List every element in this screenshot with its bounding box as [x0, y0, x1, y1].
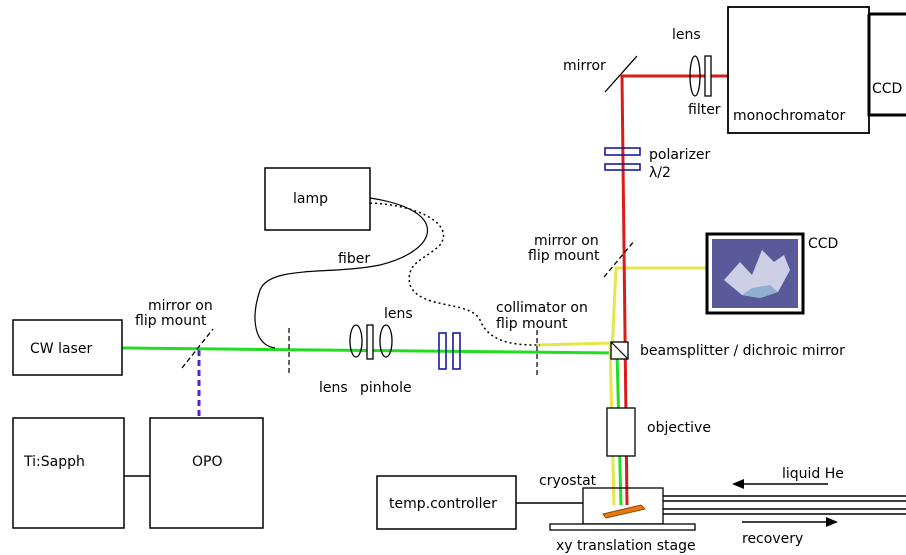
top-mirror-label: mirror: [563, 58, 606, 74]
opo-box: [149, 417, 264, 529]
xy-stage-icon: [549, 523, 696, 531]
temp-controller-label: temp.controller: [389, 496, 497, 512]
cw-laser-label: CW laser: [30, 341, 92, 357]
mono-lens-label: lens: [672, 27, 701, 43]
beamsplitter-label: beamsplitter / dichroic mirror: [640, 343, 845, 359]
spectrometer-ccd-label: CCD: [872, 81, 902, 97]
yellow-camera-beam: [610, 266, 707, 353]
lamp-label: lamp: [293, 191, 328, 207]
pinhole-label: pinhole: [360, 380, 412, 396]
lamp-box: [264, 167, 371, 231]
lens-2-icon: [379, 324, 393, 358]
recovery-label: recovery: [742, 531, 803, 547]
left-flip-mirror: [181, 328, 214, 369]
liquid-he-arrowhead: [732, 479, 744, 489]
polarizer-label: polarizer: [649, 147, 711, 163]
pinhole-icon: [366, 324, 374, 360]
monochromator-box: [727, 6, 870, 134]
liquid-he-label: liquid He: [782, 466, 844, 482]
monochromator-label: monochromator: [733, 108, 845, 124]
filter-icon: [704, 55, 712, 97]
objective-label: objective: [647, 420, 711, 436]
cw-laser-box: [12, 319, 123, 376]
waveplate-2-icon: [452, 332, 461, 370]
recovery-arrowhead: [826, 517, 838, 527]
temp-controller-box: [376, 475, 517, 530]
spectrometer-ccd-box: [867, 12, 906, 117]
xy-stage-label: xy translation stage: [556, 538, 696, 554]
lens-bottom-label: lens: [319, 380, 348, 396]
left-flip-mirror-label-1: mirror on: [148, 298, 213, 314]
right-flip-mirror-label-1: mirror on: [534, 233, 599, 249]
fiber-label: fiber: [338, 251, 370, 267]
polarizer-icon: [604, 147, 641, 156]
sample-icon: [602, 504, 646, 519]
fiber-cable: [254, 197, 429, 349]
right-flip-mirror-label-2: flip mount: [528, 248, 600, 264]
top-mirror: [604, 55, 638, 93]
opo-label: OPO: [192, 454, 222, 470]
collimator-label-1: collimator on: [496, 300, 588, 316]
right-flip-mirror: [603, 239, 636, 278]
lambda-half-label: λ/2: [649, 165, 671, 181]
red-signal-beam: [620, 74, 728, 506]
waveplate-1-icon: [438, 332, 447, 370]
left-flip-mirror-label-2: flip mount: [135, 313, 207, 329]
mono-lens-icon: [689, 55, 701, 97]
beamsplitter-diagonal: [610, 341, 629, 360]
lens-1-icon: [349, 324, 363, 358]
lens-top-label: lens: [384, 306, 413, 322]
lambda-half-icon: [604, 163, 641, 171]
ccd-image-shadow: [742, 285, 778, 298]
ti-sapph-label: Ti:Sapph: [23, 454, 85, 470]
collimator-label-2: flip mount: [496, 316, 568, 332]
filter-label: filter: [688, 102, 721, 118]
cryostat-box: [582, 487, 664, 525]
ccd-camera-label: CCD: [808, 236, 838, 252]
objective-icon: [606, 407, 636, 457]
ti-sapph-box: [12, 417, 125, 529]
ccd-image-structure: [724, 250, 790, 298]
cryostat-label: cryostat: [539, 473, 597, 489]
